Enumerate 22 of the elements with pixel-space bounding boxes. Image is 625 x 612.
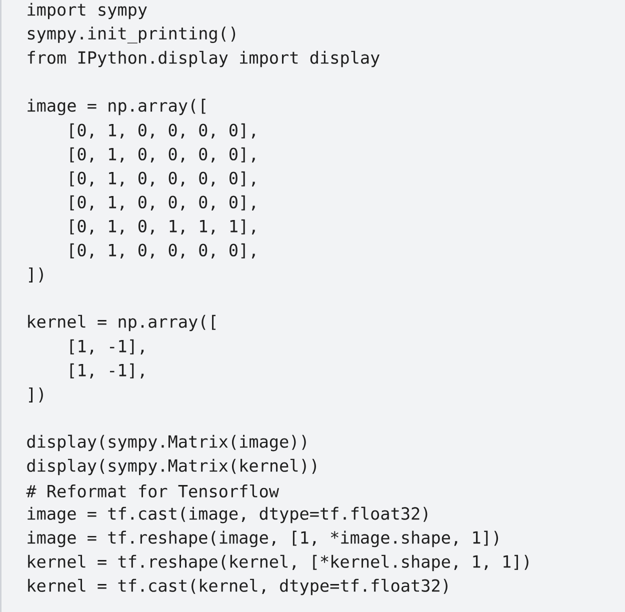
code-line: from IPython.display import display: [28, 50, 380, 68]
code-line: # Reformat for Tensorflow: [26, 484, 280, 498]
code-line: [0, 1, 0, 0, 0, 0],: [70, 171, 255, 187]
code-line: ]): [29, 268, 43, 282]
code-line: [1, -1],: [70, 339, 144, 355]
code-line: image = tf.cast(image, dtype=tf.float32): [28, 506, 428, 524]
code-line: [0, 1, 0, 1, 1, 1],: [70, 219, 255, 235]
code-line: [0, 1, 0, 0, 0, 0],: [70, 123, 255, 139]
code-line: sympy.init_printing(): [28, 26, 236, 44]
code-line: [0, 1, 0, 0, 0, 0],: [70, 243, 255, 259]
code-line: [0, 1, 0, 0, 0, 0],: [70, 147, 255, 163]
code-line: kernel = tf.reshape(kernel, [*kernel.shape, 1, 1]): [28, 554, 528, 572]
code-line: import sympy: [28, 2, 147, 20]
code-line: kernel = tf.cast(kernel, dtype=tf.float32): [28, 578, 448, 596]
code-line: ]): [29, 388, 43, 402]
code-line: image = np.array([: [28, 98, 206, 116]
code-line: display(sympy.Matrix(image)): [27, 434, 306, 452]
code-line: [0, 1, 0, 0, 0, 0],: [70, 195, 255, 211]
code-line: display(sympy.Matrix(kernel)): [27, 458, 316, 476]
code-line: image = tf.reshape(image, [1, *image.shape, 1]): [28, 530, 498, 548]
code-line: kernel = np.array([: [28, 314, 216, 332]
code-line: [1, -1],: [70, 363, 144, 379]
